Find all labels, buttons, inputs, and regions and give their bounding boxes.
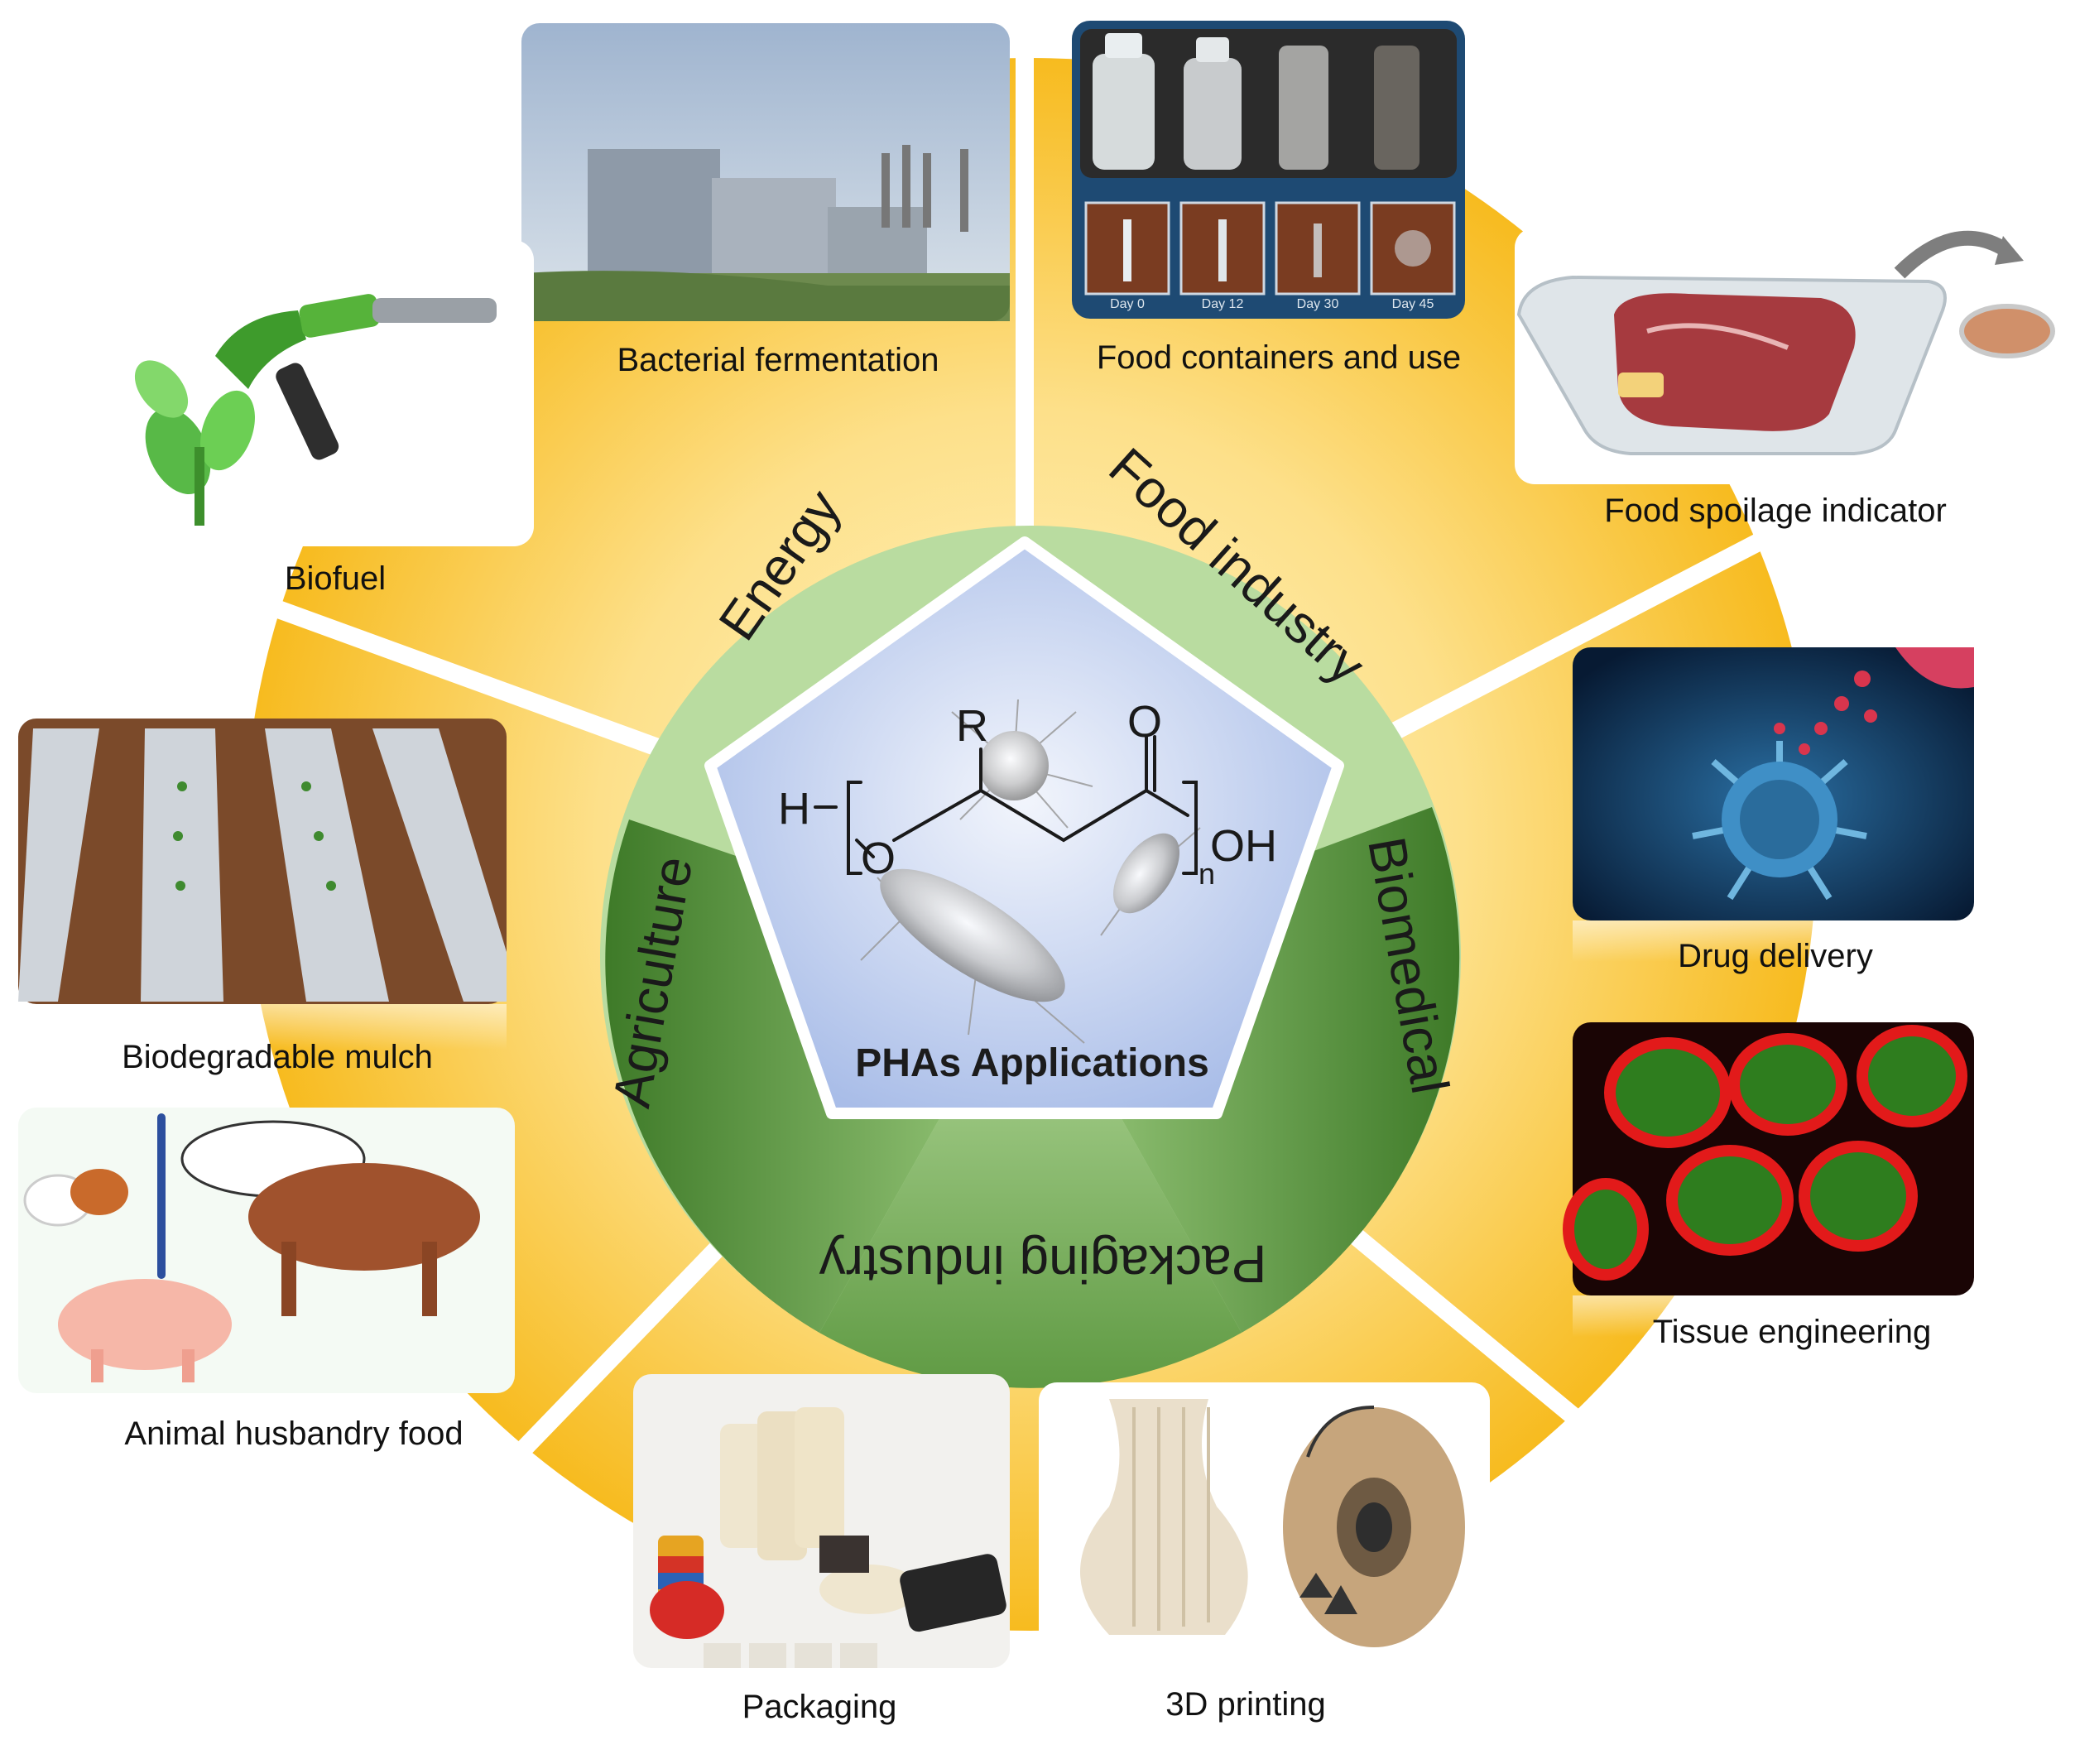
label-animal-husbandry: Animal husbandry food (124, 1416, 463, 1452)
day-label: Day 30 (1297, 297, 1339, 311)
pha-chemical-structure (814, 735, 1198, 875)
svg-text:Packaging industry: Packaging industry (819, 1234, 1267, 1294)
label-drug-delivery: Drug delivery (1678, 938, 1873, 974)
sector-label-packaging-industry: Packaging industry (819, 1234, 1267, 1294)
reflection (18, 1004, 507, 1050)
mulch-field-icon (18, 728, 507, 1002)
reflection (1573, 1295, 1974, 1337)
day-label: Day 45 (1392, 297, 1434, 311)
formula-r: R (956, 701, 988, 751)
factory-icon (521, 145, 1010, 321)
food-container-day-labels: Day 0 Day 12 Day 30 Day 45 (1110, 297, 1434, 311)
virus-particle-icon (1692, 741, 1867, 901)
filament-spool-icon (1283, 1406, 1465, 1647)
fuel-nozzle-icon (215, 294, 497, 460)
bacteria-icon (860, 699, 1201, 1044)
divider-spokes (165, 7, 1855, 1507)
farm-animals-icon (23, 1113, 480, 1382)
meat-tray-icon (1516, 275, 1947, 455)
label-biodegradable-mulch: Biodegradable mulch (122, 1039, 433, 1075)
panel-food-spoilage (1515, 228, 2055, 484)
formula-text: R O H O n OH (778, 697, 1277, 891)
arrow-icon (1894, 230, 2007, 279)
drug-particles (1774, 671, 1877, 755)
cell-tissue-icon (1563, 1025, 1967, 1281)
fork-degradation-row (1084, 201, 1456, 296)
panel-biofuel (134, 240, 534, 546)
panel-food-containers (1072, 21, 1465, 319)
panel-3d-printing (1039, 1382, 1490, 1664)
formula-oh: OH (1210, 821, 1277, 871)
formula-o-carbonyl: O (1127, 697, 1162, 747)
label-bacterial-fermentation: Bacterial fermentation (617, 342, 939, 378)
center-title: PHAs Applications (855, 1041, 1209, 1085)
central-pentagon (704, 536, 1344, 1119)
indicator-film-icon (1959, 304, 2055, 358)
panel-biodegradable-mulch (18, 719, 507, 1004)
label-biofuel: Biofuel (285, 560, 386, 597)
day-label: Day 0 (1110, 297, 1145, 311)
formula-n: n (1199, 857, 1215, 891)
label-food-spoilage: Food spoilage indicator (1604, 493, 1947, 529)
plastic-products-icon (650, 1407, 1006, 1668)
label-tissue-engineering: Tissue engineering (1653, 1314, 1932, 1350)
label-packaging: Packaging (742, 1689, 897, 1725)
panel-tissue-engineering (1563, 1022, 1974, 1295)
panel-drug-delivery (1573, 647, 1974, 920)
panel-bacterial-fermentation (521, 23, 1010, 321)
day-label: Day 12 (1202, 297, 1244, 311)
vase-icon (1080, 1399, 1248, 1635)
bottle-degradation-icon (1093, 33, 1419, 170)
reflection (1573, 920, 1974, 962)
formula-o-ester: O (861, 834, 896, 883)
panel-animal-husbandry (18, 1108, 515, 1393)
sector-packaging-fill (819, 956, 1242, 1388)
label-3d-printing: 3D printing (1165, 1686, 1325, 1723)
formula-h: H (778, 784, 810, 834)
plant-leaves-icon (134, 360, 255, 526)
label-food-containers: Food containers and use (1097, 339, 1461, 376)
panel-packaging (633, 1374, 1010, 1668)
